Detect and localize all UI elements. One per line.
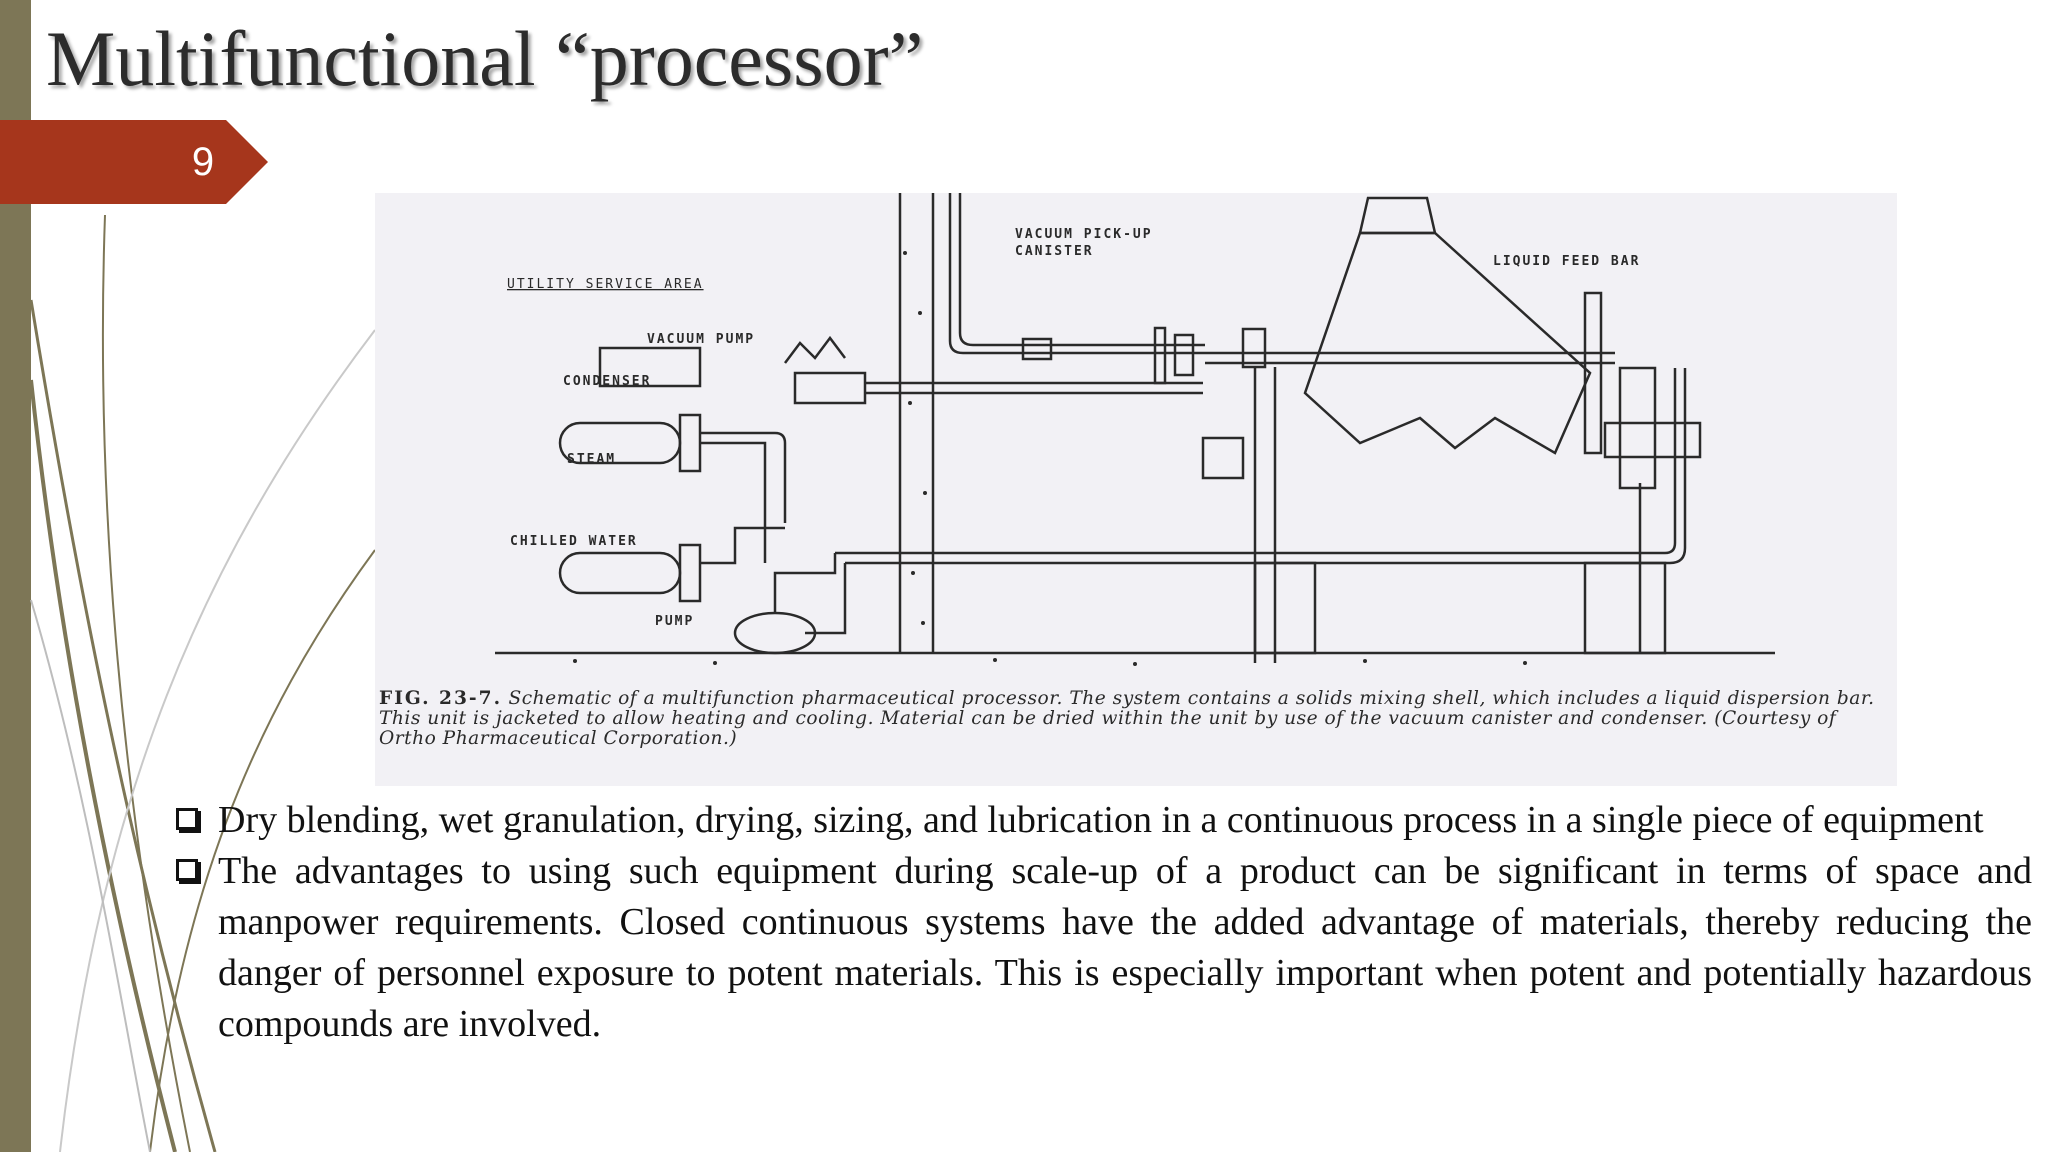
list-item: Dry blending, wet granulation, drying, s…	[172, 795, 2032, 846]
label-vacuum-canister-line1: VACUUM PICK-UP	[1015, 227, 1153, 242]
label-vacuum-canister-line2: CANISTER	[1015, 244, 1094, 259]
bullet-text: Dry blending, wet granulation, drying, s…	[218, 799, 1984, 841]
checkbox-bullet-icon	[176, 808, 198, 830]
bullet-text: The advantages to using such equipment d…	[218, 850, 2032, 1045]
label-pump: PUMP	[655, 614, 694, 629]
label-chilled-water: CHILLED WATER	[510, 534, 638, 549]
processor-schematic-figure: UTILITY SERVICE AREA VACUUM PUMP CONDENS…	[375, 193, 1897, 786]
bullet-list: Dry blending, wet granulation, drying, s…	[172, 795, 2032, 1050]
label-liquid-feed-bar: LIQUID FEED BAR	[1493, 254, 1640, 269]
label-utility-area: UTILITY SERVICE AREA	[507, 277, 704, 292]
page-number-tab	[0, 120, 268, 204]
slide-title: Multifunctional “processor”	[46, 15, 924, 102]
figure-caption: FIG. 23-7. Schematic of a multifunction …	[379, 689, 1889, 749]
checkbox-bullet-icon	[176, 859, 198, 881]
list-item: The advantages to using such equipment d…	[172, 846, 2032, 1050]
page-number: 9	[191, 140, 215, 184]
label-steam: STEAM	[567, 452, 616, 467]
schematic-drawing: UTILITY SERVICE AREA VACUUM PUMP CONDENS…	[495, 193, 1775, 666]
figure-caption-text: Schematic of a multifunction pharmaceuti…	[379, 688, 1875, 749]
label-condenser: CONDENSER	[563, 374, 651, 389]
label-vacuum-pump: VACUUM PUMP	[647, 332, 755, 347]
figure-number: FIG. 23-7.	[379, 688, 503, 709]
